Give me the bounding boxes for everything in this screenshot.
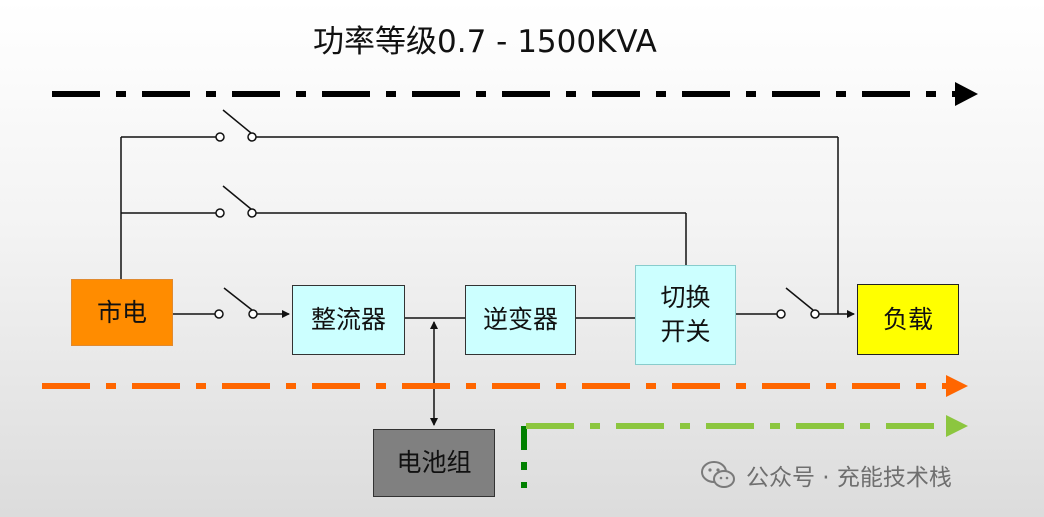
transfer-switch-block: 切换 开关 [635,265,736,365]
static-bypass-line [120,109,839,314]
bypass-arrowhead [955,82,978,106]
main-path-lines [173,287,855,319]
mains-block: 市电 [71,279,173,346]
inverter-block: 逆变器 [465,285,576,355]
wechat-icon [701,461,735,488]
bypass-flow-line [52,82,978,106]
battery-block: 电池组 [373,429,495,497]
load-block: 负载 [857,284,959,355]
normal-arrowhead [946,375,968,397]
watermark: 公众号 · 充能技术栈 [700,458,952,492]
diagram-title: 功率等级0.7 - 1500KVA [313,24,657,60]
normal-flow-line [42,375,968,397]
battery-flow-line [521,415,968,488]
rectifier-block: 整流器 [292,285,405,355]
battery-arrowhead [946,415,968,437]
manual-bypass-line [121,185,687,265]
watermark-text: 公众号 · 充能技术栈 [746,465,952,491]
